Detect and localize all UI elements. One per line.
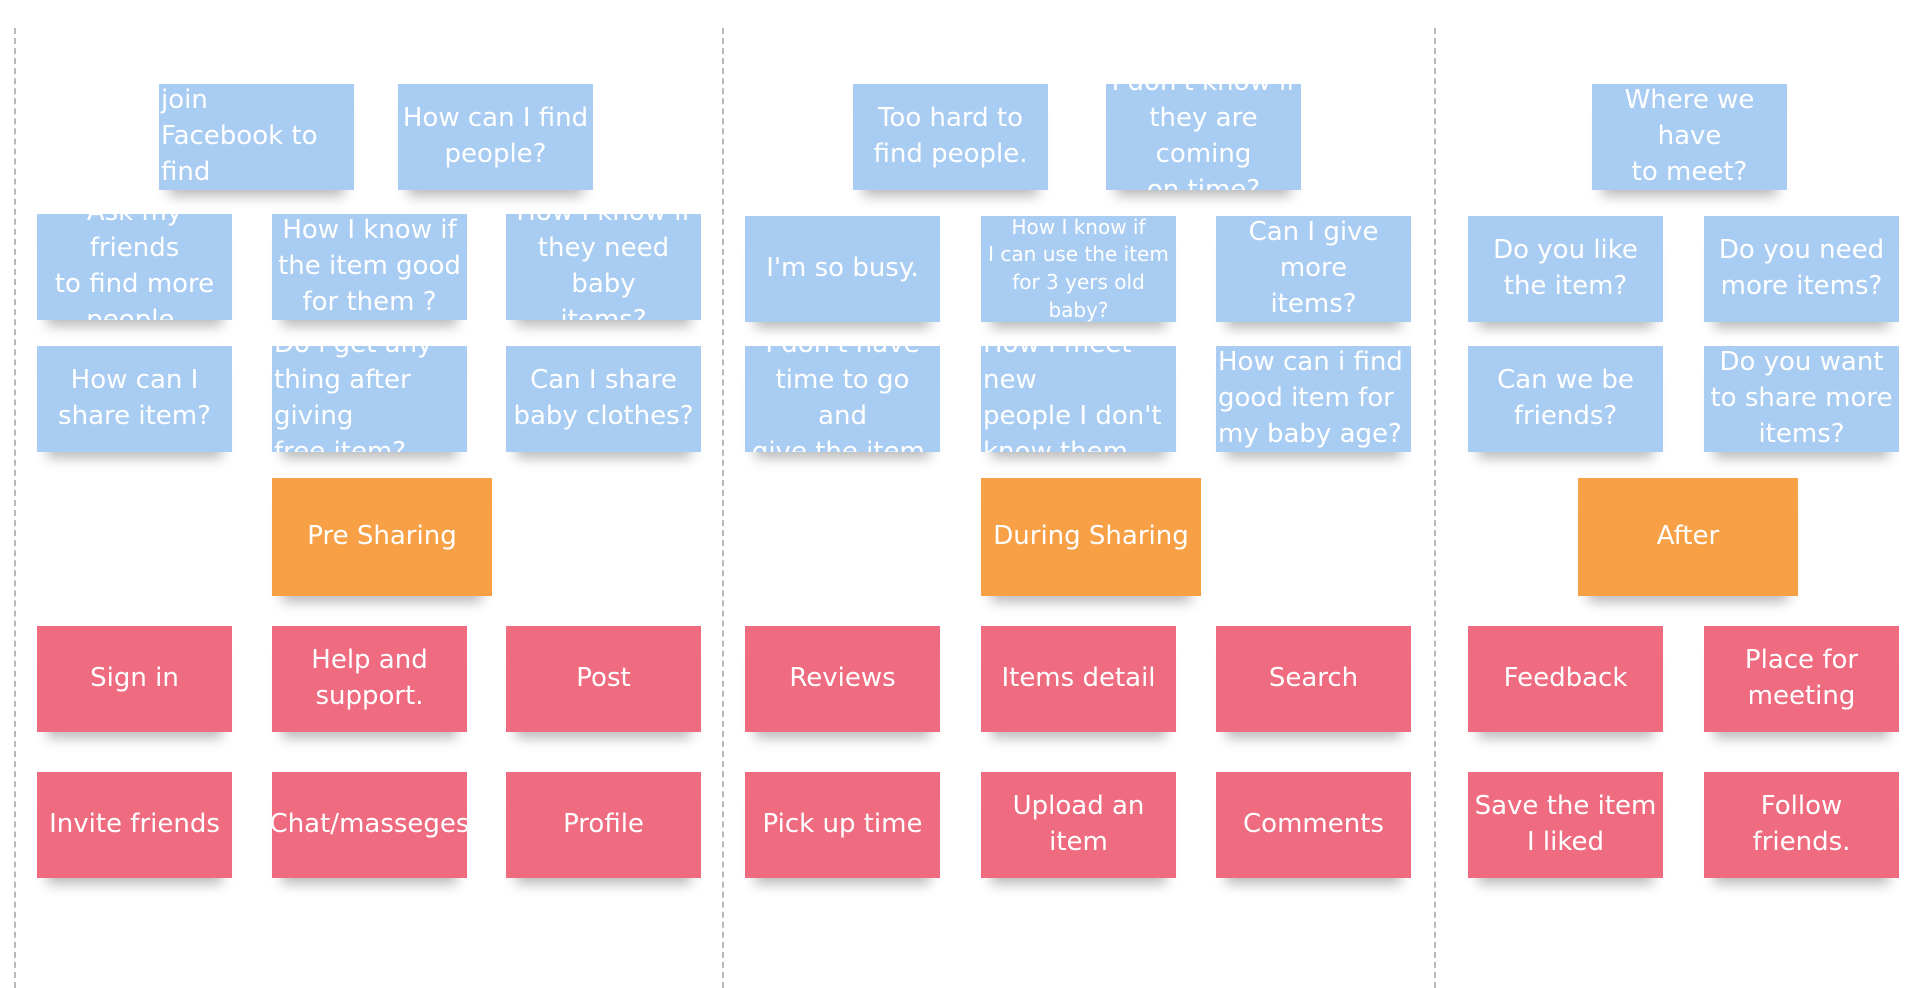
question-note[interactable]: Do you like the item? [1468,216,1663,322]
question-note[interactable]: How I know if I can use the item for 3 y… [981,216,1176,322]
question-note[interactable]: Do i get any thing after giving free ite… [272,346,467,452]
question-note[interactable]: I don't have time to go and give the ite… [745,346,940,452]
feature-note[interactable]: Feedback [1468,626,1663,732]
feature-note[interactable]: Profile [506,772,701,878]
feature-note[interactable]: Items detail [981,626,1176,732]
question-note[interactable]: Can I give more items? [1216,216,1411,322]
question-note[interactable]: Can we be friends? [1468,346,1663,452]
middle-divider-1 [722,28,724,988]
middle-divider-2 [1434,28,1436,988]
question-note[interactable]: How I know if the item good for them ? [272,214,467,320]
question-note[interactable]: I'm so busy. [745,216,940,322]
feature-note[interactable]: Chat/masseges [272,772,467,878]
feature-note[interactable]: Reviews [745,626,940,732]
question-note[interactable]: Do you need more items? [1704,216,1899,322]
feature-note[interactable]: Pick up time [745,772,940,878]
phase-note-during-sharing[interactable]: During Sharing [981,478,1201,596]
question-note[interactable]: How can i find good item for my baby age… [1216,346,1411,452]
question-note[interactable]: Ask my friends to find more people. [37,214,232,320]
question-note[interactable]: Do I have to join Facebook to find more … [159,84,354,190]
question-note[interactable]: Where we have to meet? [1592,84,1787,190]
question-note[interactable]: Too hard to find people. [853,84,1048,190]
feature-note[interactable]: Follow friends. [1704,772,1899,878]
left-divider [14,28,16,988]
feature-note[interactable]: Post [506,626,701,732]
question-note[interactable]: Can I share baby clothes? [506,346,701,452]
feature-note[interactable]: Search [1216,626,1411,732]
phase-note-after[interactable]: After [1578,478,1798,596]
question-note[interactable]: I don't know if they are coming on time? [1106,84,1301,190]
question-note[interactable]: How can I share item? [37,346,232,452]
question-note[interactable]: How can I find people? [398,84,593,190]
feature-note[interactable]: Invite friends [37,772,232,878]
feature-note[interactable]: Comments [1216,772,1411,878]
question-note[interactable]: How I meet new people I don't know them. [981,346,1176,452]
feature-note[interactable]: Save the item I liked [1468,772,1663,878]
feature-note[interactable]: Help and support. [272,626,467,732]
feature-note[interactable]: Upload an item [981,772,1176,878]
question-note[interactable]: Do you want to share more items? [1704,346,1899,452]
feature-note[interactable]: Sign in [37,626,232,732]
phase-note-pre-sharing[interactable]: Pre Sharing [272,478,492,596]
question-note[interactable]: How I know if they need baby items? [506,214,701,320]
feature-note[interactable]: Place for meeting [1704,626,1899,732]
